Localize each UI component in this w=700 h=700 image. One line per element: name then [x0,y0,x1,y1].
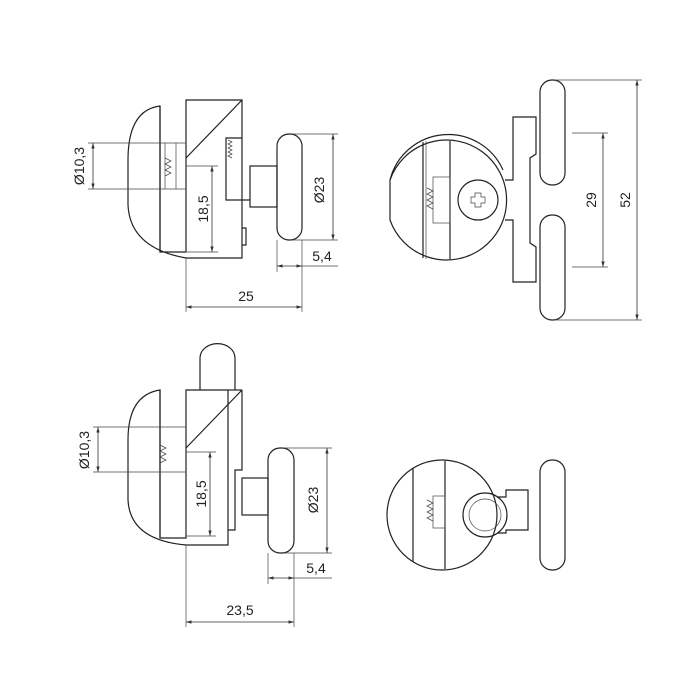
dim-top-height: 18,5 [195,195,211,222]
dim-bottom-dia-roller: Ø23 [305,487,321,514]
dim-top-roller-width: 5,4 [312,248,332,264]
dim-bottom-roller-width: 5,4 [306,560,326,576]
top-side-view: Ø10,3 18,5 Ø23 5,4 25 [71,99,338,312]
dim-top-dia-hole: Ø10,3 [71,147,87,185]
dim-roller-spacing: 29 [583,192,599,208]
dim-bottom-dia-hole: Ø10,3 [76,431,92,469]
dim-bottom-height: 18,5 [193,480,209,507]
top-front-view: 29 52 [389,79,642,321]
bottom-front-view [386,459,566,571]
dim-bottom-depth: 23,5 [226,602,253,618]
dim-top-depth: 25 [238,288,254,304]
dim-top-dia-roller: Ø23 [311,177,327,204]
dim-total-height: 52 [617,192,633,208]
bottom-side-view: Ø10,3 18,5 Ø23 5,4 23,5 [76,342,332,627]
